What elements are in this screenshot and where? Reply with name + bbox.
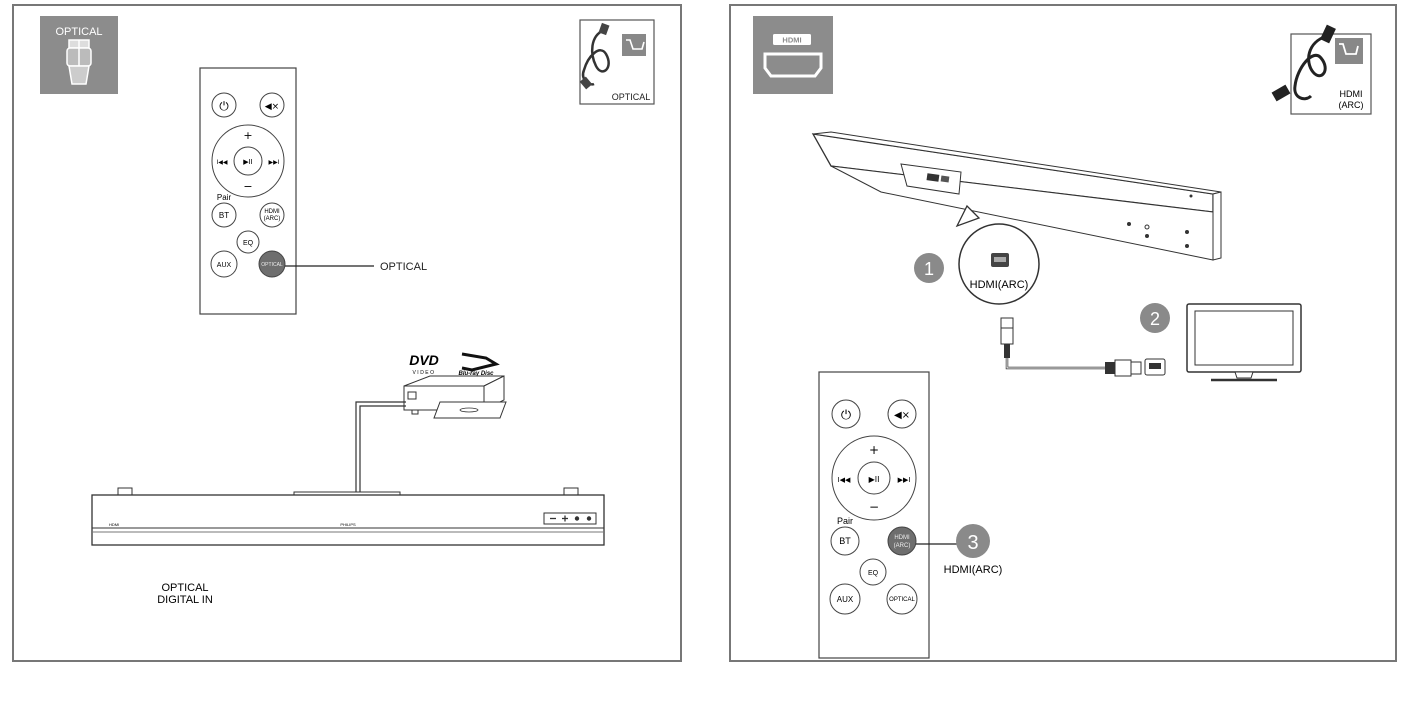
previous-icon: I◀◀ — [217, 159, 228, 166]
optical-button[interactable] — [886, 583, 918, 615]
bluray-logo: Blu-ray Disc — [458, 371, 494, 377]
disc-player: DVD VIDEO Blu-ray Disc — [403, 352, 507, 419]
mute-icon: ◀× — [265, 102, 279, 112]
aux-button[interactable] — [210, 250, 238, 278]
soundbar-brand: PHILIPS — [340, 522, 356, 527]
optical-badge-label: OPTICAL — [55, 26, 102, 38]
pair-label: Pair — [837, 516, 853, 526]
bt-label: BT — [839, 536, 851, 546]
mute-button[interactable] — [887, 399, 917, 429]
aux-label: AUX — [837, 595, 854, 604]
optical-badge: OPTICAL — [40, 16, 118, 94]
remote-control: ⏻ ◀× ▶II + − I◀◀ ▶▶I Pair BT HDMI (ARC) … — [818, 371, 930, 659]
optical-button[interactable] — [258, 250, 286, 278]
soundbar-buttons — [543, 512, 597, 525]
soundbar-hdmi-label: HDMI — [109, 522, 119, 527]
dvd-video-label: VIDEO — [412, 370, 435, 376]
remote-control: ⏻ ◀× ▶II + − I◀◀ ▶▶I Pair BT HDMI (ARC) … — [199, 67, 297, 315]
hdmi-label-line2: (ARC) — [264, 216, 281, 222]
hdmi-label-line2: (ARC) — [894, 543, 911, 549]
hdmi-diagram: HDMI HDMI (ARC) — [753, 16, 1372, 659]
hdmi-cable — [1000, 317, 1142, 377]
hdmi-connection-panel: HDMI HDMI (ARC) — [729, 4, 1397, 662]
hdmi-label-line1: HDMI — [264, 209, 280, 215]
power-icon: ⏻ — [219, 99, 229, 113]
hdmi-cable-icon: HDMI (ARC) — [1271, 24, 1372, 115]
optical-button-label: OPTICAL — [261, 262, 283, 268]
hdmi-label-line1: HDMI — [894, 535, 910, 541]
optical-callout: OPTICAL — [380, 261, 427, 273]
optical-input-label-line2: DIGITAL IN — [157, 594, 213, 606]
hdmi-cable-label-line2: (ARC) — [1339, 100, 1364, 110]
hdmi-cable-label-line1: HDMI — [1340, 89, 1363, 99]
tv-icon — [1186, 303, 1302, 382]
bt-button[interactable] — [830, 526, 860, 556]
volume-down-icon: − — [243, 180, 252, 193]
next-icon: ▶▶I — [898, 476, 911, 484]
optical-plug-icon — [66, 39, 92, 85]
pair-label: Pair — [217, 193, 232, 202]
volume-down-icon: − — [869, 500, 879, 514]
step-3-number: 3 — [967, 532, 978, 554]
optical-diagram: OPTICAL OPTICAL ⏻ ◀× — [40, 16, 655, 606]
play-pause-button[interactable] — [857, 461, 891, 495]
optical-button-label: OPTICAL — [889, 597, 915, 603]
bt-label: BT — [219, 211, 229, 220]
optical-cable-icon: OPTICAL — [579, 19, 655, 105]
step-1-badge — [914, 253, 944, 283]
volume-up-icon: + — [869, 443, 879, 457]
mute-icon: ◀× — [894, 410, 910, 421]
aux-button[interactable] — [829, 583, 861, 615]
eq-button[interactable] — [859, 558, 887, 586]
power-button[interactable] — [831, 399, 861, 429]
optical-cable-label: OPTICAL — [612, 92, 651, 102]
hdmi-badge: HDMI — [753, 16, 833, 94]
step-1-number: 1 — [924, 259, 934, 279]
play-pause-button[interactable] — [233, 146, 263, 176]
previous-icon: I◀◀ — [838, 476, 851, 484]
hdmi-arc-button[interactable] — [887, 526, 917, 556]
next-icon: ▶▶I — [269, 159, 280, 166]
remote-hdmi-label: HDMI(ARC) — [944, 564, 1003, 576]
hdmi-arc-button[interactable] — [259, 202, 285, 228]
eq-label: EQ — [868, 570, 879, 577]
bt-button[interactable] — [211, 202, 237, 228]
hdmi-port-label: HDMI(ARC) — [970, 279, 1029, 291]
play-pause-icon: ▶II — [243, 158, 253, 166]
aux-label: AUX — [217, 262, 232, 269]
step-2-badge — [1140, 303, 1170, 333]
play-pause-icon: ▶II — [869, 475, 880, 484]
optical-input-label-line1: OPTICAL — [161, 582, 208, 594]
power-button[interactable] — [211, 92, 237, 118]
dvd-logo: DVD — [409, 352, 439, 368]
mute-button[interactable] — [259, 92, 285, 118]
eq-label: EQ — [243, 240, 254, 247]
step-2-number: 2 — [1150, 309, 1160, 329]
eq-button[interactable] — [236, 230, 260, 254]
volume-up-icon: + — [243, 129, 252, 142]
power-icon: ⏻ — [841, 408, 851, 423]
hdmi-badge-label: HDMI — [782, 36, 801, 45]
optical-connection-panel: OPTICAL OPTICAL ⏻ ◀× — [12, 4, 682, 662]
step-3-badge — [956, 524, 990, 558]
soundbar-rear — [811, 131, 1222, 261]
soundbar-front: HDMI PHILIPS — [91, 487, 605, 546]
